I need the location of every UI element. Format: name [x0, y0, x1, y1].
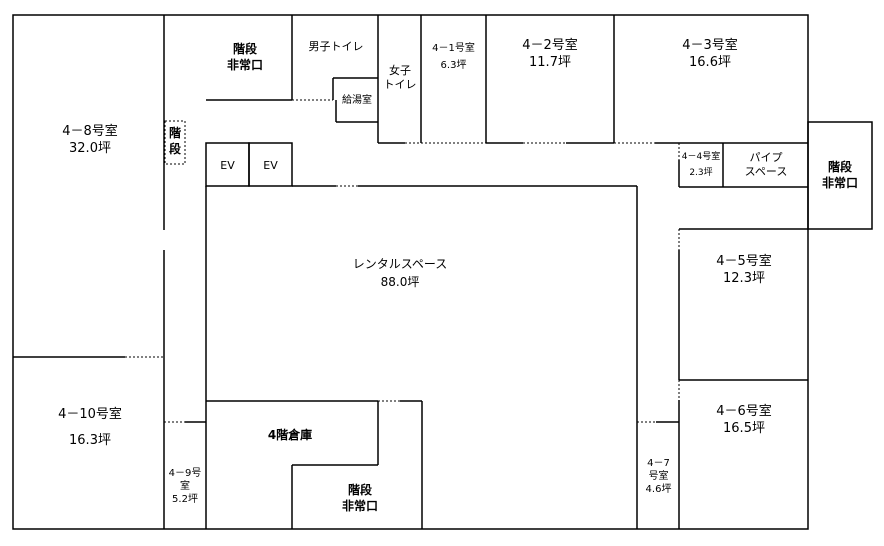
exit-label: 非常口 — [226, 57, 263, 72]
room-4-9-name: 4－9号 — [168, 468, 202, 479]
pipe-space-line1: パイプ — [749, 151, 783, 164]
rental-space-name: レンタルスペース — [352, 257, 448, 271]
outer-wall — [12, 14, 809, 530]
room-4-3-name: 4－3号室 — [682, 38, 738, 53]
room-4-10-name: 4－10号室 — [58, 407, 122, 422]
room-4-6-label: 4－6号室 16.5坪 — [683, 404, 805, 438]
room-4-5-area: 12.3坪 — [723, 270, 765, 286]
wall — [248, 142, 293, 187]
mens-toilet-label: 男子トイレ — [308, 40, 364, 53]
stairs-label: 階段 — [347, 483, 372, 497]
stairs-top-left-label: 階段 非常口 — [205, 42, 285, 73]
room-4-7-area: 4.6坪 — [645, 484, 672, 495]
womens-toilet-line1: 女子 — [389, 64, 411, 77]
pipe-space-line2: スペース — [744, 165, 788, 179]
room-4-7-name2: 号室 — [648, 471, 669, 482]
room-4-2-area: 11.7坪 — [529, 54, 571, 70]
room-4-1-area: 6.3坪 — [440, 60, 467, 71]
pipe-space-label: パイプ スペース — [725, 151, 807, 180]
room-4-1-name: 4－1号室 — [432, 43, 475, 54]
room-4-8-label: 4－8号室 32.0坪 — [40, 124, 140, 158]
room-4-2-name: 4－2号室 — [522, 38, 578, 53]
room-4-4-label: 4－4号室 2.3坪 — [678, 149, 724, 181]
elevator-1-label: EV — [220, 159, 235, 172]
room-4-1-label: 4－1号室 6.3坪 — [421, 40, 486, 74]
room-4-8-area: 32.0坪 — [69, 140, 111, 156]
stairs-bottom-label: 階段 非常口 — [320, 483, 400, 514]
room-4-4-area: 2.3坪 — [689, 168, 713, 179]
storage-label: 4階倉庫 — [267, 428, 313, 442]
exit-label: 非常口 — [341, 498, 378, 513]
room-4-3-area: 16.6坪 — [689, 54, 731, 70]
room-4-6-area: 16.5坪 — [723, 420, 765, 436]
rental-space-label: レンタルスペース 88.0坪 — [320, 255, 480, 291]
room-4-7-label: 4－7 号室 4.6坪 — [637, 457, 680, 496]
elevator-2-label: EV — [263, 159, 278, 172]
stairs-label: 階段 — [827, 160, 852, 174]
room-4-8-name: 4－8号室 — [62, 124, 118, 139]
inner-stairs-outline — [164, 120, 186, 165]
room-4-9-name2: 室 — [180, 481, 190, 492]
room-4-4-name: 4－4号室 — [681, 152, 721, 162]
rental-space-area: 88.0坪 — [380, 275, 420, 289]
room-4-10-label: 4－10号室 16.3坪 — [35, 402, 145, 454]
wall — [807, 121, 873, 230]
stairs-right-label: 階段 非常口 — [808, 160, 872, 191]
room-4-6-name: 4－6号室 — [716, 404, 772, 419]
stairs-label: 階段 — [232, 42, 257, 56]
room-4-5-name: 4－5号室 — [716, 254, 772, 269]
room-4-10-area: 16.3坪 — [69, 433, 111, 448]
room-4-9-area: 5.2坪 — [172, 494, 198, 505]
room-4-3-label: 4－3号室 16.6坪 — [650, 38, 770, 72]
inner-stairs-label: 階 段 — [165, 126, 185, 157]
stairs-label-1: 階 — [168, 126, 181, 140]
room-4-5-label: 4－5号室 12.3坪 — [683, 254, 805, 288]
womens-toilet-line2: トイレ — [383, 78, 417, 92]
womens-toilet-label: 女子 トイレ — [380, 64, 420, 93]
kitchen-label: 給湯室 — [342, 95, 372, 106]
room-4-2-label: 4－2号室 11.7坪 — [490, 38, 610, 72]
stairs-label-2: 段 — [168, 141, 181, 156]
room-4-7-name: 4－7 — [647, 458, 670, 469]
room-4-9-label: 4－9号 室 5.2坪 — [165, 467, 205, 506]
exit-label: 非常口 — [821, 175, 858, 190]
